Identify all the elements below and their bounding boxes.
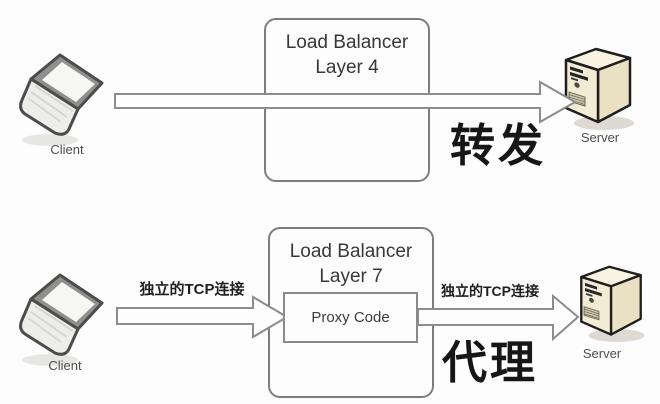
load-balancer-layer4-title: Load Balancer Layer 4 bbox=[266, 30, 428, 80]
tcp-connection-label-left: 独立的TCP连接 bbox=[139, 281, 245, 298]
tcp-arrow-left bbox=[116, 294, 290, 340]
server-tower-icon bbox=[572, 260, 650, 346]
tcp-arrow-right bbox=[417, 294, 580, 342]
client-label: Client bbox=[48, 358, 82, 373]
box-title-line2: Layer 4 bbox=[315, 57, 379, 78]
box-title-line1: Load Balancer bbox=[289, 241, 413, 262]
tcp-connection-label-right: 独立的TCP连接 bbox=[441, 283, 539, 299]
box-title-line2: Layer 7 bbox=[319, 266, 383, 287]
client-label: Client bbox=[50, 142, 84, 157]
server-tower-icon bbox=[556, 44, 640, 132]
forward-arrow-row1 bbox=[114, 80, 578, 126]
client-laptop-icon bbox=[16, 52, 118, 148]
box-title-line1: Load Balancer bbox=[285, 32, 409, 53]
proxy-code-label: Proxy Code bbox=[311, 309, 390, 326]
load-balancer-layer7-title: Load Balancer Layer 7 bbox=[270, 239, 432, 289]
server-label: Server bbox=[582, 346, 622, 361]
client-laptop-icon bbox=[16, 272, 118, 368]
server-label: Server bbox=[580, 130, 620, 145]
big-label-proxy: 代理 bbox=[442, 337, 539, 388]
big-label-forward: 转发 bbox=[450, 120, 547, 171]
proxy-code-box: Proxy Code bbox=[283, 292, 418, 343]
